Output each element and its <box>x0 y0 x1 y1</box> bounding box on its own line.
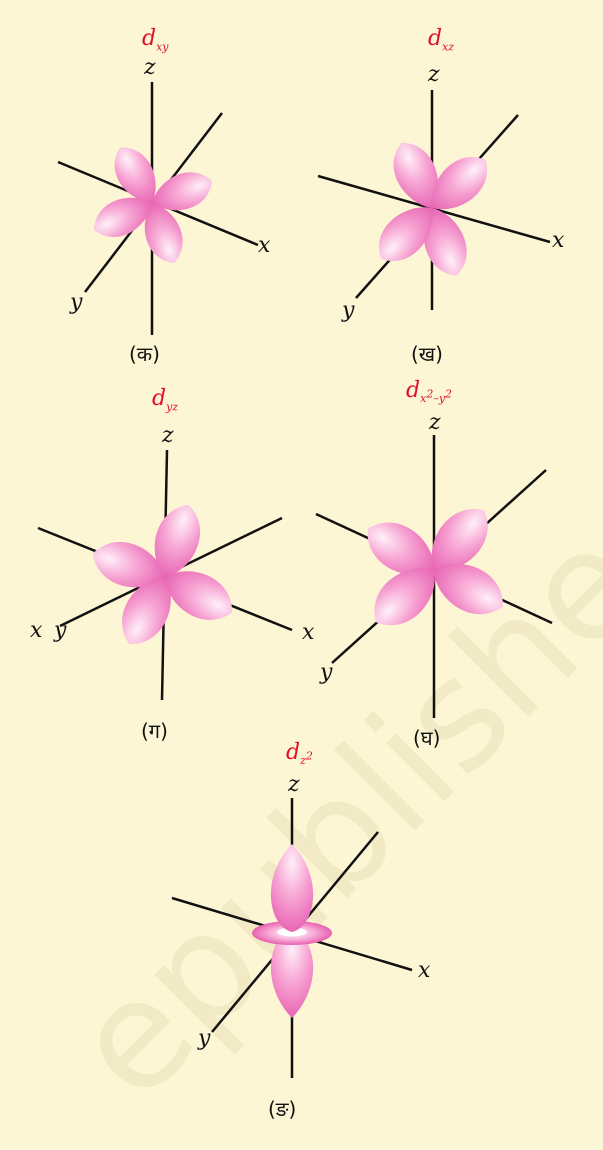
axis-z-label: z <box>162 423 174 448</box>
axis-y-label: y <box>70 290 83 315</box>
orbital-dz2 <box>171 798 413 1078</box>
lobe <box>423 208 467 276</box>
lobe <box>379 207 433 261</box>
lobe <box>165 571 233 620</box>
lobe <box>434 563 503 615</box>
lobe-lower <box>270 930 314 1018</box>
orbital-dx2-y2 <box>315 435 553 718</box>
axis-y-label: y <box>342 298 355 323</box>
caption-ka: (क) <box>129 342 160 366</box>
lobe <box>431 508 488 571</box>
axis-y-label: y <box>54 618 67 643</box>
orbital-title-dxz: dxz <box>428 26 455 54</box>
axis-z-label: z <box>144 55 156 80</box>
orbital-title-dz2: dz2 <box>286 740 313 768</box>
axis-y-label: y <box>320 660 333 685</box>
orbital-title-dx2-y2: dx2–y2 <box>406 378 453 406</box>
caption-kha: (ख) <box>411 342 443 366</box>
caption-nga: (ङ) <box>268 1097 297 1121</box>
lobe <box>431 157 488 210</box>
axis-z-label: z <box>428 62 440 87</box>
caption-gha: (घ) <box>413 726 441 750</box>
orbital-dyz <box>37 449 293 701</box>
lobe <box>152 172 213 211</box>
lobe-upper <box>270 844 314 932</box>
lobe <box>92 542 165 588</box>
axis-x-right-label: x <box>302 620 315 645</box>
axis-x-left-label: x <box>30 618 43 643</box>
orbital-dxy <box>57 82 259 335</box>
orbital-title-dyz: dyz <box>152 386 179 414</box>
axis-x-label: x <box>552 228 565 253</box>
axis-y-label: y <box>198 1026 211 1051</box>
orbital-title-dxy: dxy <box>142 26 169 54</box>
lobe <box>393 142 439 208</box>
lobe <box>114 147 156 203</box>
axis-x-label: x <box>418 958 431 983</box>
lobe <box>93 197 152 237</box>
lobe <box>154 504 200 577</box>
lobe <box>122 577 171 645</box>
orbital-dxz <box>317 90 551 310</box>
lobe <box>367 522 435 575</box>
caption-ga: (ग) <box>141 719 168 743</box>
axis-z-label: z <box>288 772 300 797</box>
lobe <box>144 203 183 264</box>
axis-z-label: z <box>429 410 441 435</box>
axis-x-label: x <box>258 233 271 258</box>
lobe <box>374 568 435 626</box>
